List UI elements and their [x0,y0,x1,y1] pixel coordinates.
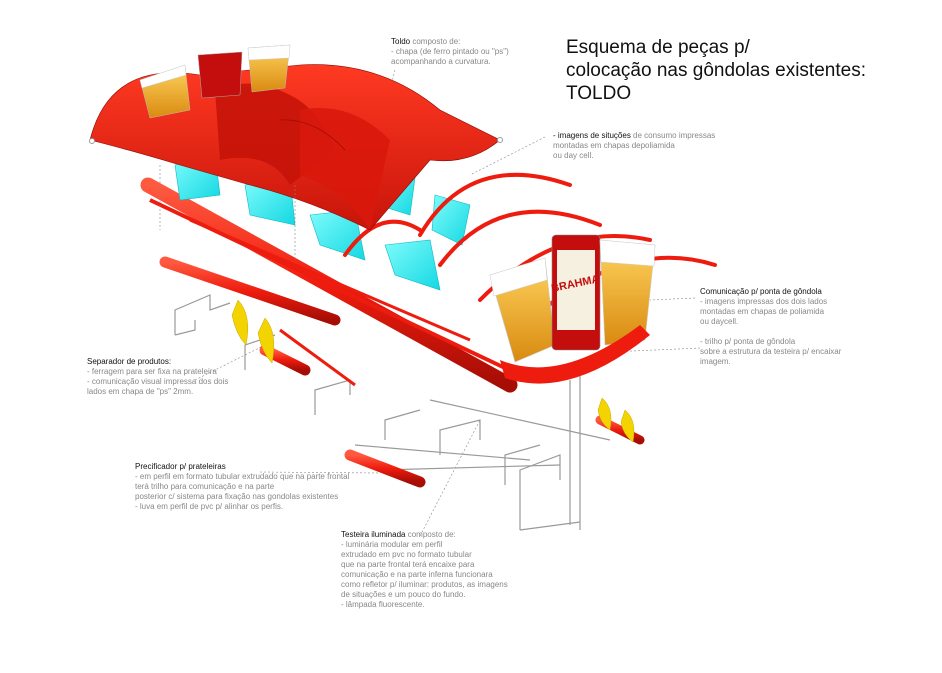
annotation-toldo-line: acompanhando a curvatura. [391,57,491,66]
annotation-testeira-line: comunicação e na parte inferna funcionar… [341,570,493,579]
annotation-precificador-line: posterior c/ sistema para fixação nas go… [135,492,339,501]
canopy-beer-glasses [139,44,291,119]
annotation-comunicacao-line: - trilho p/ ponta de gôndola [700,337,796,346]
annotation-testeira-heading: Testeira iluminada [341,530,406,539]
annotation-toldo: Toldo composto de: - chapa (de ferro pin… [391,37,509,67]
annotation-comunicacao-line [700,327,841,337]
annotation-separador: Separador de produtos: - ferragem para s… [87,357,228,397]
annotation-separador-line: - ferragem para ser fixa na prateleira [87,367,217,376]
annotation-testeira-line: extrudado em pvc no formato tubular [341,550,472,559]
annotation-comunicacao-heading: Comunicação p/ ponta de gôndola [700,287,822,296]
annotation-precificador-line: - em perfil em formato tubular extrudado… [135,472,350,481]
canopy-toldo [89,64,503,260]
annotation-imagens-line: ou day cell. [553,151,594,160]
title-line-2: colocação nas gôndolas existentes: [566,60,866,81]
annotation-comunicacao-line: - imagens impressas dos dois lados [700,297,828,306]
annotation-separador-heading: Separador de produtos: [87,357,172,366]
annotation-comunicacao-line: ou daycell. [700,317,739,326]
annotation-testeira-line: - lâmpada fluorescente. [341,600,425,609]
annotation-precificador-heading: Precificador p/ prateleiras [135,462,226,471]
annotation-comunicacao: Comunicação p/ ponta de gôndola - imagen… [700,287,841,367]
annotation-comunicacao-line: sobre a estrutura da testeira p/ encaixa… [700,347,842,356]
annotation-separador-line: - comunicação visual impressa dos dois [87,377,229,386]
annotation-imagens-heading-rest: de consumo impressas [630,131,716,140]
end-cap-beer-graphic [489,234,656,384]
annotation-comunicacao-line: montadas em chapas de poliamida [700,307,825,316]
annotation-imagens-line: montadas em chapas depoliamida [553,141,675,150]
product-separators [231,299,635,443]
gondola-frames [174,294,611,531]
annotation-testeira-line: como refletor p/ iluminar: produtos, as … [341,580,508,589]
annotation-toldo-heading: Toldo [391,37,411,46]
diagram-title: Esquema de peças p/ colocação nas gôndol… [566,36,866,105]
annotation-precificador-line: - luva em perfil de pvc p/ alinhar os pe… [135,502,284,511]
annotation-imagens-heading: - imagens de situções [553,131,631,140]
annotation-testeira-heading-rest: composto de: [405,530,456,539]
testeira-tube [140,177,518,393]
annotation-comunicacao-line: imagem. [700,357,731,366]
title-line-3: TOLDO [566,83,632,104]
title-line-1: Esquema de peças p/ [566,37,750,58]
annotation-imagens: - imagens de situções de consumo impress… [553,131,715,161]
annotation-toldo-heading-rest: composto de: [410,37,461,46]
annotation-precificador-line: terá trilho para comunicação e na parte [135,482,275,491]
annotation-testeira: Testeira iluminada composto de: - luminá… [341,530,508,610]
annotation-precificador: Precificador p/ prateleiras - em perfil … [135,462,349,512]
annotation-testeira-line: - luminária modular em perfil [341,540,443,549]
annotation-separador-line: lados em chapa de "ps" 2mm. [87,387,194,396]
annotation-testeira-line: que na parte frontal terá encaixe para [341,560,475,569]
annotation-toldo-line: - chapa (de ferro pintado ou "ps") [391,47,509,56]
leader-lines [194,69,701,537]
annotation-testeira-line: de situações e um pouco do fundo. [341,590,466,599]
